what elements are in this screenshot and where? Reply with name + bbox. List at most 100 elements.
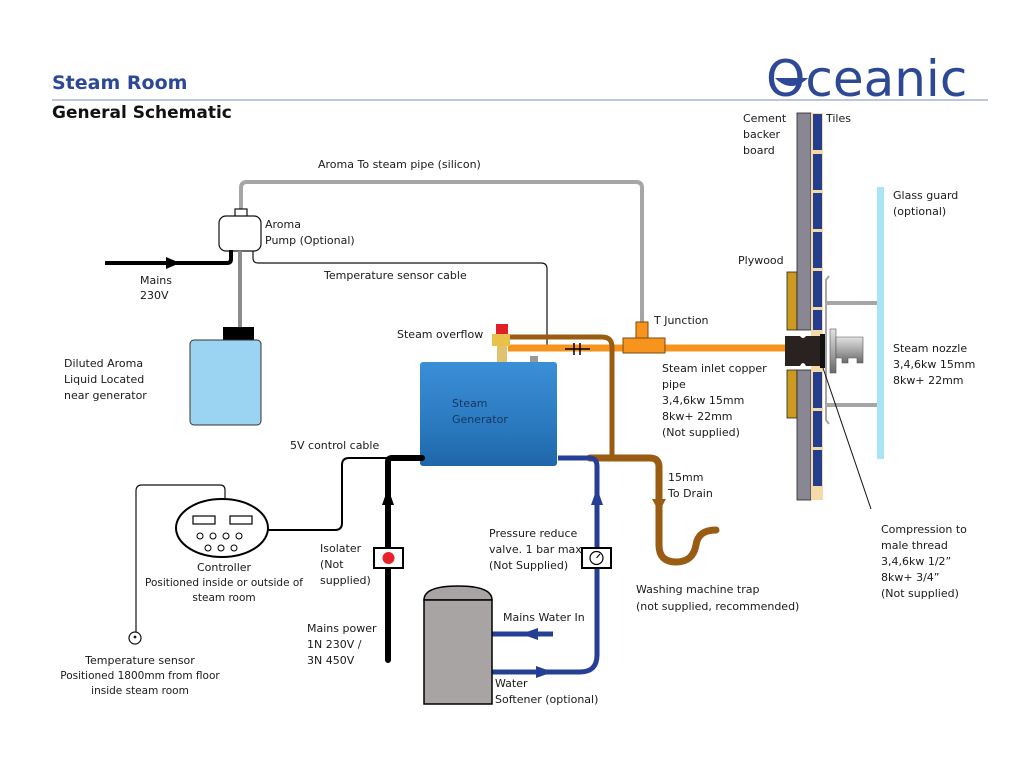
compression-label-1: Compression to (881, 523, 967, 536)
pressure-valve-label-2: valve. 1 bar max (489, 543, 582, 556)
softener-label-1: Water (495, 677, 528, 690)
mains-power-label-1: Mains power (307, 622, 377, 635)
aroma-liquid-label-3: near generator (64, 389, 147, 402)
pressure-valve-label-1: Pressure reduce (489, 527, 578, 540)
steam-inlet-label-2: pipe (662, 378, 686, 391)
generator-label-1: Steam (452, 397, 488, 410)
temp-sensor-note-2: inside steam room (91, 685, 189, 697)
brand-logo: Oceanic (766, 50, 967, 108)
water-wave-icon (775, 78, 808, 86)
glass-guard-label-2: (optional) (893, 205, 946, 218)
arrow-right-icon (536, 666, 553, 678)
isolater-label-2: (Not (320, 558, 344, 571)
drain-pipe-trap (586, 454, 720, 566)
mains-230-cable (105, 250, 233, 265)
controller-label: Controller (197, 561, 252, 574)
nozzle-bracket (825, 275, 830, 425)
tiles-label: Tiles (825, 112, 851, 125)
tile (813, 271, 822, 307)
arrow-up-icon (382, 488, 394, 505)
tile (813, 232, 822, 268)
mains-power-cable (385, 455, 425, 663)
page-subtitle: General Schematic (52, 103, 232, 123)
steam-inlet-label-4: 8kw+ 22mm (662, 410, 733, 423)
overflow-pipe (503, 334, 615, 458)
tile (813, 193, 822, 229)
tile (813, 450, 822, 486)
pressure-reduce-valve (581, 547, 612, 569)
aroma-pump-label-1: Aroma (265, 218, 301, 231)
compression-label-2: male thread (881, 539, 948, 552)
aroma-liquid-label-1: Diluted Aroma (64, 357, 143, 370)
mains-230-label-2: 230V (140, 289, 169, 302)
controller-note-1: Positioned inside or outside of (145, 577, 303, 589)
mains-power-label-3: 3N 450V (307, 654, 355, 667)
cement-label-3: board (743, 144, 775, 157)
arrow-icon (166, 257, 180, 269)
isolater-label-1: Isolater (320, 542, 362, 555)
tiles (811, 113, 823, 500)
aroma-pipe-label: Aroma To steam pipe (silicon) (318, 158, 481, 171)
cable-gland-icon (565, 343, 590, 355)
compression-label-4: 8kw+ 3/4” (881, 571, 939, 584)
steam-inlet-label-1: Steam inlet copper (662, 362, 767, 375)
temp-sensor-wire (135, 484, 226, 632)
isolater-switch (373, 547, 404, 569)
page-title: Steam Room (52, 72, 187, 94)
glass-guard (877, 187, 884, 459)
tile (813, 411, 822, 447)
display-icon (229, 515, 253, 525)
drain-label-2: To Drain (667, 487, 713, 500)
temp-sensor-note-1: Positioned 1800mm from floor (60, 670, 220, 682)
aroma-pump (218, 208, 262, 252)
plywood-label: Plywood (738, 254, 784, 267)
mains-power-label-2: 1N 230V / (307, 638, 362, 651)
water-softener (423, 585, 493, 705)
softener-label-2: Softener (optional) (495, 693, 598, 706)
temp-sensor-label: Temperature sensor (84, 654, 195, 667)
controller-note-2: steam room (192, 592, 255, 604)
arrow-up-icon (591, 488, 603, 505)
tile (813, 154, 822, 190)
steam-generator (420, 356, 557, 466)
compression-fitting (785, 334, 825, 368)
tile (813, 310, 822, 330)
aroma-liquid-label-2: Liquid Located (64, 373, 144, 386)
cement-label-2: backer (743, 128, 781, 141)
tile (813, 114, 822, 150)
trap-label-2: (not supplied, recommended) (636, 600, 799, 613)
nozzle-label-2: 3,4,6kw 15mm (893, 358, 975, 371)
control-cable-label: 5V control cable (290, 439, 379, 452)
aroma-pump-label-2: Pump (Optional) (265, 234, 355, 247)
drain-label-1: 15mm (668, 471, 703, 484)
compression-label-3: 3,4,6kw 1/2” (881, 555, 951, 568)
nozzle-label-1: Steam nozzle (893, 342, 967, 355)
nozzle-label-3: 8kw+ 22mm (893, 374, 964, 387)
steam-overflow-valve (492, 324, 510, 362)
pressure-valve-label-3: (Not Supplied) (489, 559, 568, 572)
control-cable (268, 457, 388, 531)
compression-leader-line (822, 367, 872, 510)
aroma-tank (189, 327, 262, 426)
arrow-down-icon (652, 499, 666, 512)
trap-label-1: Washing machine trap (636, 583, 759, 596)
arrow-left-icon (521, 628, 538, 640)
mains-water-label: Mains Water In (503, 611, 585, 624)
aroma-pipe (239, 180, 644, 325)
tile (813, 372, 822, 408)
compression-label-5: (Not supplied) (881, 587, 959, 600)
cement-label-1: Cement (743, 112, 787, 125)
mains-230-label-1: Mains (140, 274, 172, 287)
isolater-label-3: supplied) (320, 574, 371, 587)
temperature-sensor (128, 631, 142, 645)
glass-guard-label-1: Glass guard (893, 189, 958, 202)
steam-inlet-label-3: 3,4,6kw 15mm (662, 394, 744, 407)
steam-inlet-label-5: (Not supplied) (662, 426, 740, 439)
generator-label-2: Generator (452, 413, 508, 426)
t-junction (622, 321, 666, 354)
controller (175, 498, 269, 558)
steam-overflow-label: Steam overflow (397, 328, 483, 341)
steam-nozzle (829, 328, 864, 374)
temp-cable-label: Temperature sensor cable (323, 269, 467, 282)
